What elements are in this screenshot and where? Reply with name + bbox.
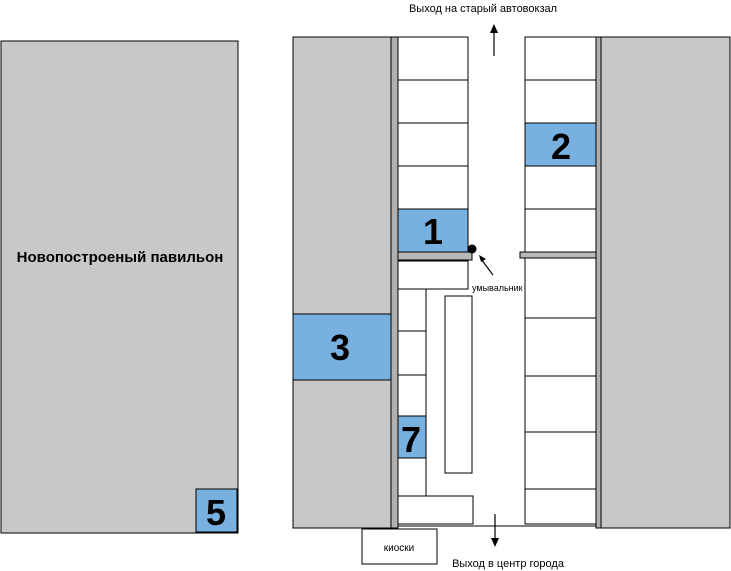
exit-bottom-label: Выход в центр города bbox=[452, 558, 565, 570]
kiosks-label: киоски bbox=[384, 543, 414, 554]
stall-center-long[interactable] bbox=[444, 295, 473, 474]
kiosks-box[interactable] bbox=[361, 528, 438, 565]
stall-7-number: 7 bbox=[401, 419, 421, 460]
stall-left-lower-b[interactable] bbox=[397, 330, 427, 376]
stall-right-upper-d[interactable] bbox=[524, 165, 597, 210]
stall-1[interactable] bbox=[397, 208, 469, 253]
stall-5-number: 5 bbox=[206, 492, 226, 533]
right-divider bbox=[519, 251, 597, 259]
stall-left-lower-bottom[interactable] bbox=[397, 495, 474, 525]
stall-right-upper-e[interactable] bbox=[524, 208, 597, 253]
exit-top-arrow-head bbox=[490, 24, 498, 33]
stall-left-lower-d[interactable] bbox=[397, 457, 427, 497]
stall-left-lower-c[interactable] bbox=[397, 374, 427, 417]
pavilion-label: Новопостроеный павильон bbox=[17, 249, 224, 266]
stall-3-number: 3 bbox=[330, 327, 350, 368]
stall-2-number: 2 bbox=[551, 126, 571, 167]
stall-3[interactable] bbox=[292, 313, 392, 381]
stall-left-upper-c[interactable] bbox=[397, 122, 469, 167]
stall-right-lower-e[interactable] bbox=[524, 488, 597, 525]
left-divider bbox=[397, 251, 473, 261]
left-wall bbox=[390, 36, 399, 529]
stall-right-lower-a[interactable] bbox=[524, 257, 597, 319]
stall-right-lower-c[interactable] bbox=[524, 375, 597, 433]
washbasin-marker bbox=[467, 244, 477, 254]
stall-left-lower-top[interactable] bbox=[397, 260, 469, 290]
right-building bbox=[600, 36, 731, 529]
stall-right-lower-d[interactable] bbox=[524, 431, 597, 490]
stall-7[interactable] bbox=[397, 415, 427, 459]
washbasin-arrow-head bbox=[479, 255, 486, 262]
stall-1-number: 1 bbox=[423, 211, 443, 252]
washbasin-arrow-line bbox=[480, 258, 494, 276]
right-wall bbox=[595, 36, 602, 529]
stall-left-lower-a[interactable] bbox=[397, 288, 427, 332]
stall-right-lower-b[interactable] bbox=[524, 317, 597, 377]
stall-right-upper-a[interactable] bbox=[524, 36, 597, 81]
stall-left-upper-a[interactable] bbox=[397, 36, 469, 81]
left-building bbox=[292, 36, 392, 529]
new-pavilion bbox=[0, 40, 239, 534]
stall-left-upper-d[interactable] bbox=[397, 165, 469, 210]
stall-left-upper-b[interactable] bbox=[397, 79, 469, 124]
exit-top-label: Выход на старый автовокзал bbox=[409, 3, 557, 15]
stall-5[interactable] bbox=[195, 488, 238, 533]
stall-right-upper-b[interactable] bbox=[524, 79, 597, 124]
exit-bottom-arrow-head bbox=[491, 538, 499, 547]
washbasin-label: умывальник bbox=[472, 283, 523, 293]
